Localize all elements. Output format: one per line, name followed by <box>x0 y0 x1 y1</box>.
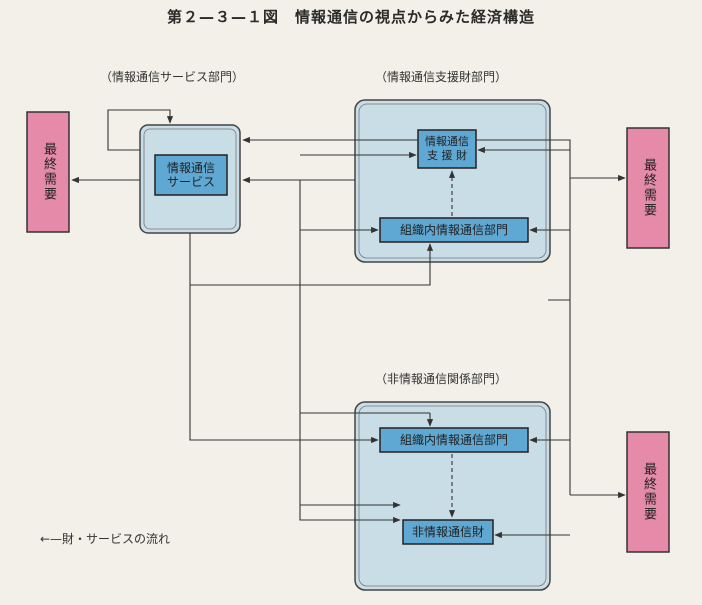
final-demand-right-top <box>626 127 670 249</box>
service-sector-label: （情報通信サービス部門） <box>100 70 245 84</box>
goods-sector-label: （情報通信支援財部門） <box>375 70 508 84</box>
non-internal-dept-box <box>379 427 529 453</box>
goods-internal-dept-box <box>379 217 529 243</box>
page-title: 第２—３—１図 情報通信の視点からみた経済構造 <box>166 8 535 26</box>
non-info-goods-box <box>402 519 494 545</box>
info-service-box <box>154 154 228 196</box>
legend: ←—財・サービスの流れ <box>40 532 171 546</box>
info-support-goods-box <box>417 129 477 169</box>
final-demand-left <box>26 111 70 233</box>
final-demand-right-bottom <box>626 431 670 553</box>
non-info-sector-label: （非情報通信関係部門） <box>375 372 508 386</box>
